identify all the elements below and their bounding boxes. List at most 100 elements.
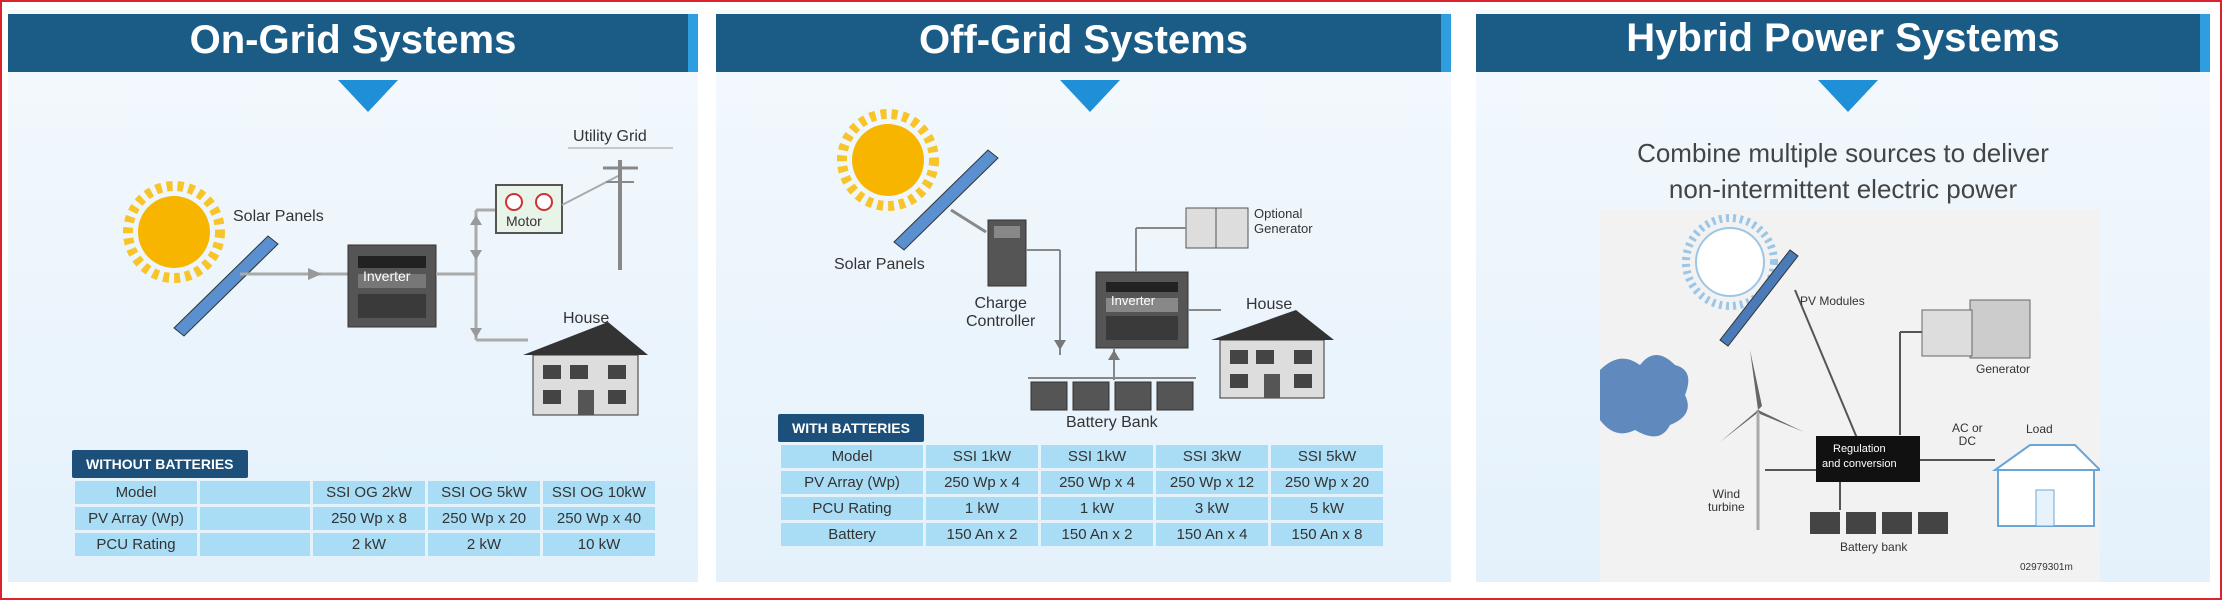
- regulation-unit-icon: [1816, 436, 1920, 482]
- optional-generator-label: Optional Generator: [1254, 206, 1313, 236]
- inverter-label: Inverter: [1111, 293, 1156, 308]
- table-cell: 250 Wp x 4: [1041, 471, 1153, 494]
- table-cell: SSI 3kW: [1156, 445, 1268, 468]
- solar-panels-label: Solar Panels: [834, 256, 925, 273]
- table-cell: SSI OG 5kW: [428, 481, 540, 504]
- off-grid-panel: Off-Grid Systems: [716, 10, 1451, 582]
- table-cell: [200, 533, 310, 556]
- table-cell: 250 Wp x 8: [313, 507, 425, 530]
- table-cell: SSI 1kW: [1041, 445, 1153, 468]
- utility-grid-label: Utility Grid: [573, 128, 647, 145]
- table-cell: 150 An x 2: [926, 523, 1038, 546]
- sun-icon: [837, 109, 939, 211]
- with-batteries-tag: WITH BATTERIES: [778, 414, 924, 442]
- table-cell: 250 Wp x 4: [926, 471, 1038, 494]
- table-cell: 2 kW: [428, 533, 540, 556]
- generator-label: Generator: [1976, 362, 2031, 376]
- down-arrow-icon: [338, 80, 398, 112]
- down-arrow-icon: [1818, 80, 1878, 112]
- motor-label: Motor: [506, 213, 542, 229]
- wind-turbine-label: Wind turbine: [1708, 487, 1745, 514]
- table-cell: PCU Rating: [75, 533, 197, 556]
- table-cell: Model: [75, 481, 197, 504]
- hybrid-diagram: PV Modules Generator AC or DC Load Regul…: [1600, 210, 2100, 582]
- hybrid-diagram-art: [1600, 214, 2100, 534]
- off-grid-title: Off-Grid Systems: [716, 14, 1451, 72]
- inverter-label: Inverter: [363, 268, 411, 284]
- house-icon: [1211, 310, 1334, 399]
- inverter-icon: [1095, 271, 1189, 349]
- table-row: PCU Rating 1 kW 1 kW 3 kW 5 kW: [781, 497, 1383, 520]
- on-grid-spec-table: Model SSI OG 2kW SSI OG 5kW SSI OG 10kW …: [72, 478, 658, 559]
- table-cell: 150 An x 4: [1156, 523, 1268, 546]
- off-grid-spec-table: Model SSI 1kW SSI 1kW SSI 3kW SSI 5kW PV…: [778, 442, 1386, 549]
- on-grid-panel: On-Grid Systems: [8, 10, 698, 582]
- battery-bank-label: Battery Bank: [1066, 414, 1158, 431]
- generator-icon: [1185, 207, 1249, 249]
- on-grid-title: On-Grid Systems: [8, 14, 698, 72]
- table-cell: PV Array (Wp): [75, 507, 197, 530]
- table-cell: SSI 1kW: [926, 445, 1038, 468]
- table-row: PV Array (Wp) 250 Wp x 8 250 Wp x 20 250…: [75, 507, 655, 530]
- table-cell: Model: [781, 445, 923, 468]
- table-row: Battery 150 An x 2 150 An x 2 150 An x 4…: [781, 523, 1383, 546]
- table-cell: 3 kW: [1156, 497, 1268, 520]
- utility-pole-icon: [568, 147, 673, 270]
- table-cell: 10 kW: [543, 533, 655, 556]
- table-cell: Battery: [781, 523, 923, 546]
- table-cell: 1 kW: [926, 497, 1038, 520]
- table-row: PCU Rating 2 kW 2 kW 10 kW: [75, 533, 655, 556]
- load-house-icon: [1991, 444, 2100, 527]
- table-cell: SSI OG 10kW: [543, 481, 655, 504]
- hybrid-subtitle-line2: non-intermittent electric power: [1668, 174, 2018, 204]
- table-cell: [200, 507, 310, 530]
- battery-bank-icon: [1028, 377, 1196, 411]
- table-cell: 250 Wp x 12: [1156, 471, 1268, 494]
- table-row: Model SSI OG 2kW SSI OG 5kW SSI OG 10kW: [75, 481, 655, 504]
- table-cell: 1 kW: [1041, 497, 1153, 520]
- table-cell: 150 An x 8: [1271, 523, 1383, 546]
- table-cell: [200, 481, 310, 504]
- sun-icon: [1682, 214, 1778, 310]
- table-cell: 2 kW: [313, 533, 425, 556]
- sun-icon: [123, 181, 225, 283]
- off-grid-diagram: [837, 109, 1334, 411]
- load-label: Load: [2026, 422, 2053, 436]
- inverter-icon: [347, 244, 437, 328]
- cloud-icon: [1600, 355, 1689, 437]
- table-cell: SSI OG 2kW: [313, 481, 425, 504]
- battery-bank-label: Battery bank: [1840, 540, 1908, 554]
- pv-module-icon: [1719, 249, 1799, 347]
- charge-controller-label: Charge Controller: [966, 295, 1036, 330]
- table-cell: PCU Rating: [781, 497, 923, 520]
- table-row: Model SSI 1kW SSI 1kW SSI 3kW SSI 5kW: [781, 445, 1383, 468]
- pv-modules-label: PV Modules: [1800, 294, 1865, 308]
- ac-or-dc-label: AC or DC: [1952, 421, 1983, 448]
- battery-bank-icon: [1810, 512, 1948, 534]
- table-cell: 250 Wp x 20: [428, 507, 540, 530]
- hybrid-panel: Hybrid Power Systems Combine multiple so…: [1476, 10, 2210, 582]
- table-cell: 250 Wp x 20: [1271, 471, 1383, 494]
- solar-panel-icon: [173, 235, 279, 337]
- table-cell: PV Array (Wp): [781, 471, 923, 494]
- table-cell: 250 Wp x 40: [543, 507, 655, 530]
- generator-icon: [1921, 299, 2031, 359]
- solar-panel-icon: [893, 149, 999, 251]
- house-icon: [523, 322, 648, 416]
- table-cell: 5 kW: [1271, 497, 1383, 520]
- table-cell: SSI 5kW: [1271, 445, 1383, 468]
- table-cell: 150 An x 2: [1041, 523, 1153, 546]
- hybrid-title: Hybrid Power Systems: [1476, 14, 2210, 72]
- figure-code-label: 02979301m: [2020, 562, 2073, 573]
- wind-turbine-icon: [1720, 350, 1804, 530]
- table-row: PV Array (Wp) 250 Wp x 4 250 Wp x 4 250 …: [781, 471, 1383, 494]
- solar-panels-label: Solar Panels: [233, 208, 324, 225]
- house-label: House: [1246, 296, 1293, 313]
- house-label: House: [563, 310, 610, 327]
- regulation-label: Regulation and conversion: [1822, 443, 1897, 470]
- charge-controller-icon: [987, 219, 1027, 287]
- motor-icon: [495, 184, 563, 234]
- without-batteries-tag: WITHOUT BATTERIES: [72, 450, 248, 478]
- hybrid-subtitle-line1: Combine multiple sources to deliver: [1637, 138, 2049, 168]
